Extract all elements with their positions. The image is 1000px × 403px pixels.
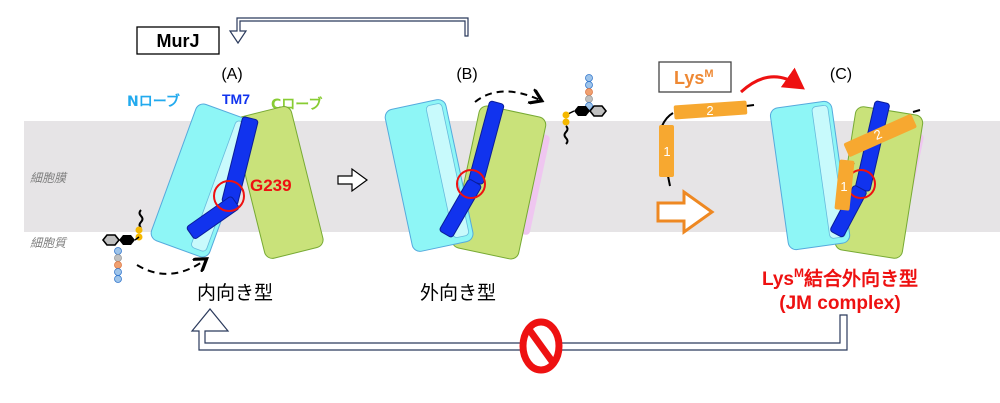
flip-arrow-a [136,260,205,275]
c-lobe [232,106,324,259]
tm7-lower [186,196,240,239]
lysm-helix-1-label: 1 [663,144,670,159]
state-a-caption: 内向き型 [197,282,273,304]
binding-arrow [739,67,805,94]
state-c: (C) 2 1 LysM結合外向き型 (JM complex) [762,66,924,314]
transition-arrow-ab [337,167,369,193]
murj-title: MurJ [156,31,199,51]
state-b: (B) 外向き型 [384,66,608,304]
murj-title-box [136,26,220,55]
state-b-caption: 外向き型 [420,282,496,304]
state-c-tag: (C) [830,66,852,83]
lysm-box-label: LysM [674,68,714,88]
state-c-caption-line1: LysM結合外向き型 [762,266,918,290]
state-a-tag: (A) [221,66,242,83]
state-c-caption-line2: (JM complex) [779,293,900,314]
flip-arrow-b [474,91,540,102]
lysm-helix-2 [843,114,917,157]
lysm-helix-1 [659,125,674,177]
transition-arrow-bc [656,189,715,235]
top-return-arrow [228,17,469,45]
state-a: (A) Nローブ TM7 Cローブ G239 [101,66,324,304]
lipid-ii-outside [562,74,608,145]
cytoplasm-label: 細胞質 [30,236,68,250]
state-b-tag: (B) [456,66,477,83]
g239-marker [213,180,245,212]
lipid-ii-inside [101,209,144,283]
lysm-box [658,61,732,93]
n-lobe-label: Nローブ [127,93,180,110]
c-lobe [451,105,547,260]
lysm-helix-2 [673,100,748,120]
lysm-helix-1 [834,159,855,211]
lysm-helix-1-label: 1 [840,179,847,194]
lysm-free: LysM 2 1 [656,61,805,235]
g239-label: G239 [250,176,292,195]
tm7-label: TM7 [222,91,250,107]
lysm-helix-2-label: 2 [706,103,713,118]
no-entry-icon [519,318,563,374]
bottom-return-arrow [190,308,848,351]
tm7-lower [439,179,482,238]
membrane-label: 細胞膜 [30,171,68,185]
g239-marker [456,169,486,199]
